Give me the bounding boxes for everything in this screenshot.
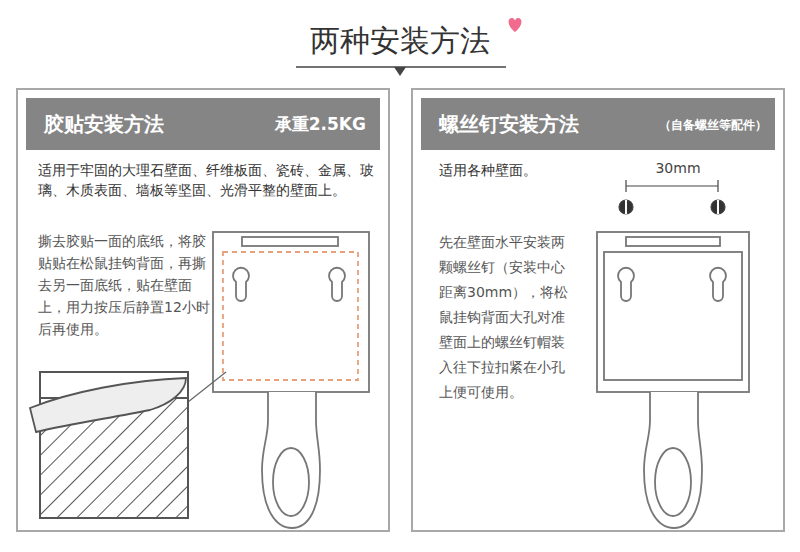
- method-heading: 胶贴安装方法: [44, 111, 244, 137]
- header-band: 螺丝钉安装方法（自备螺丝等配件）: [421, 98, 775, 150]
- wall-block: [30, 372, 188, 518]
- usage-note: 适用于牢固的大理石壁面、纤维板面、瓷砖、金属、玻璃、木质表面、墙板等坚固、光滑平…: [38, 160, 374, 200]
- method-panel: 适用各种壁面。先在壁面水平安装两颗螺丝钉（安装中心距离30mm），将松鼠挂钩背面…: [411, 88, 785, 532]
- screw-dimension: [619, 180, 725, 214]
- method-panel: 适用于牢固的大理石壁面、纤维板面、瓷砖、金属、玻璃、木质表面、墙板等坚固、光滑平…: [16, 88, 390, 532]
- method-heading: 螺丝钉安装方法: [439, 111, 639, 137]
- step-text: 先在壁面水平安装两颗螺丝钉（安装中心距离30mm），将松鼠挂钩背面大孔对准壁面上…: [439, 230, 573, 405]
- usage-note: 适用各种壁面。: [439, 160, 589, 180]
- title-pointer: [394, 67, 406, 76]
- heart-icon: [509, 18, 522, 32]
- accessory-note: （自备螺丝等配件）: [631, 117, 767, 133]
- dimension-label: 30mm: [648, 160, 708, 176]
- step-text: 撕去胶贴一面的底纸，将胶贴贴在松鼠挂钩背面，再撕去另一面底纸，贴在壁面上，用力按…: [38, 230, 210, 340]
- hook-screw: [597, 232, 749, 528]
- header-band: 胶贴安装方法承重2.5KG: [26, 98, 380, 150]
- peeled-tape: [30, 378, 186, 432]
- page-title: 两种安装方法: [250, 22, 550, 60]
- load-rating: 承重2.5KG: [226, 113, 366, 135]
- hook-adhesive: [188, 232, 369, 528]
